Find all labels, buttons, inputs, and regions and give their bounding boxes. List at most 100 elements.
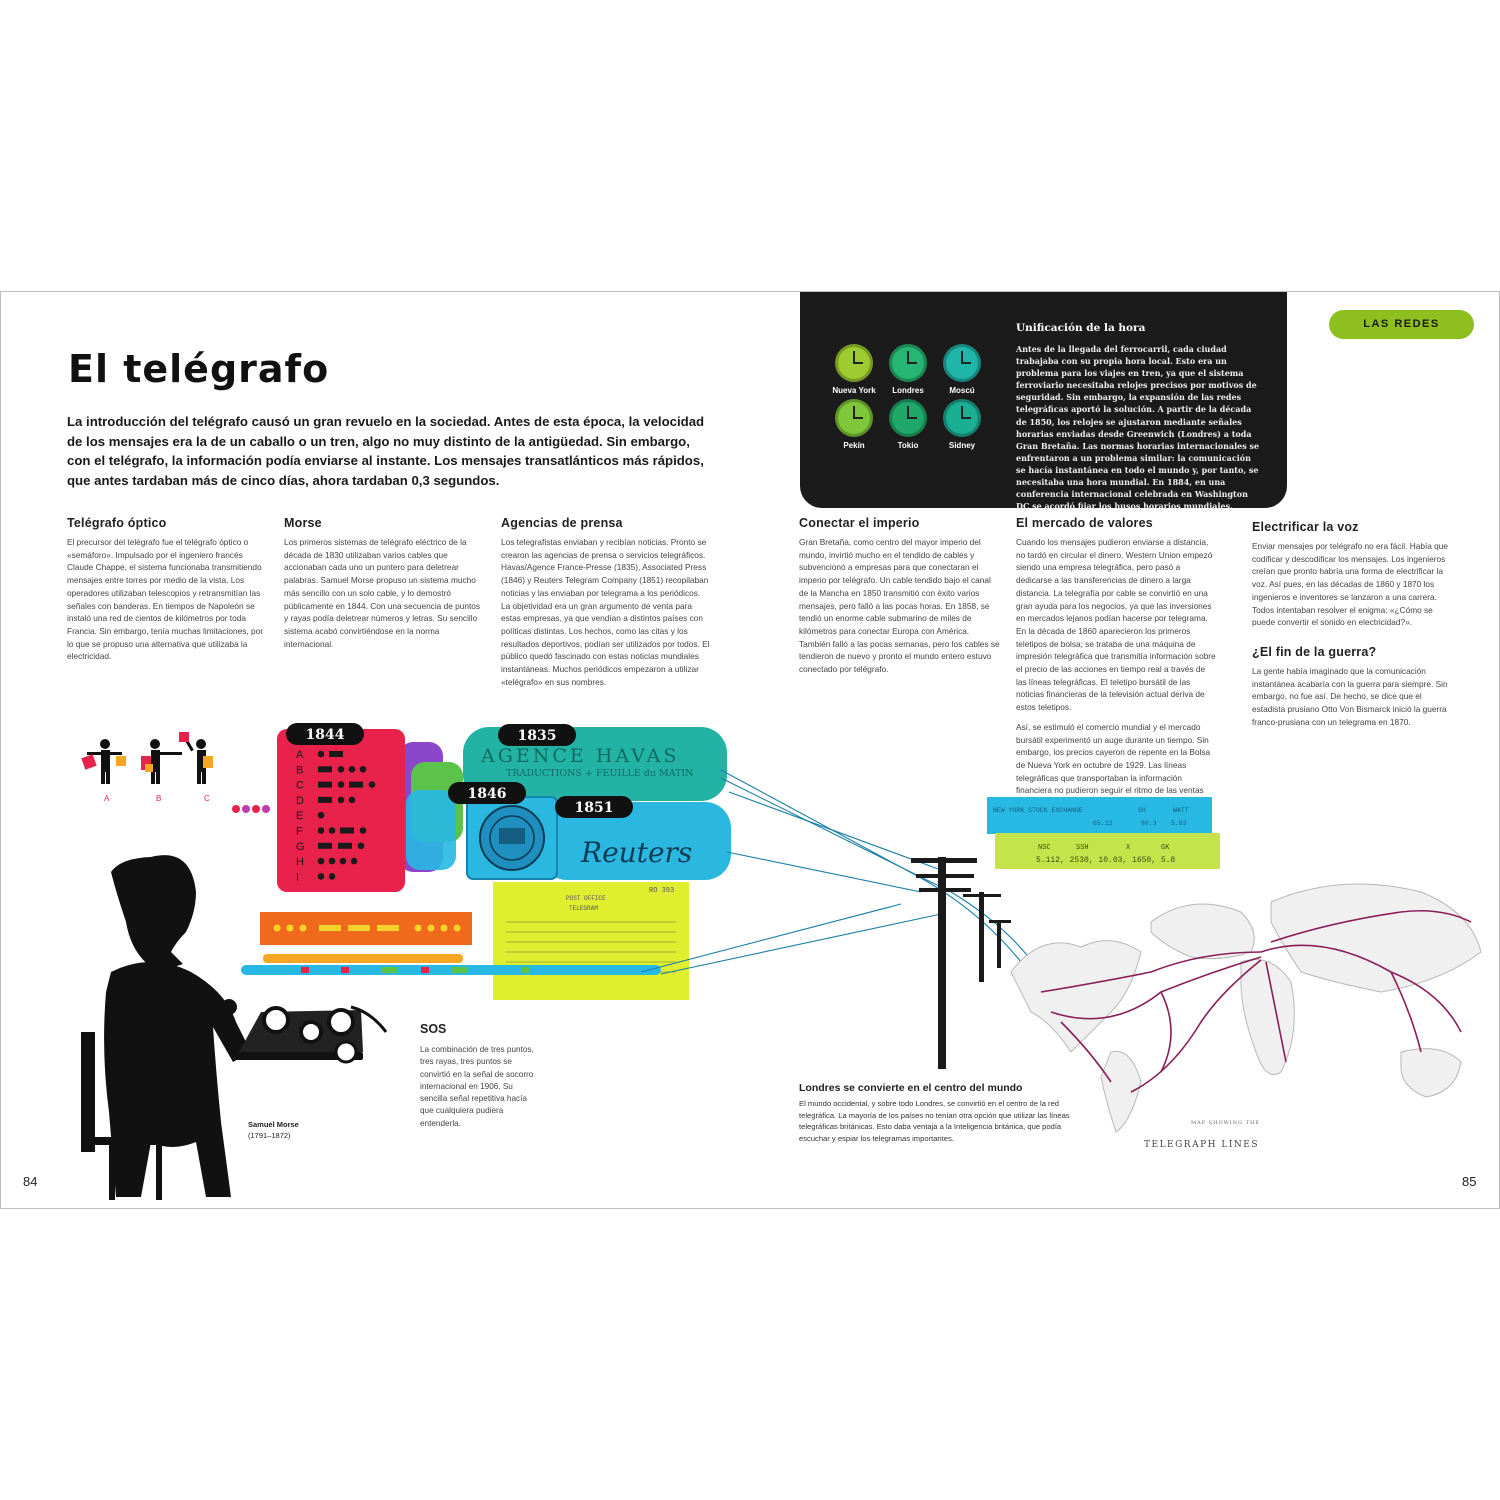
year-label: 1835 [518,728,557,744]
morse-dash [318,766,332,773]
samuel-morse-illustration [81,855,388,1200]
clock-new-york: Nueva York [824,344,884,395]
morse-letter: I [296,871,299,883]
map-caption-small: MAP SHOWING THE [1191,1120,1260,1126]
flag-letter-c: C [204,794,210,803]
morse-dot [337,766,345,773]
ticker-code: SH [1138,807,1146,814]
year-label: 1846 [468,786,507,802]
morse-dot [317,811,325,819]
year-label: 1844 [306,727,345,743]
section-tag: LAS REDES [1329,310,1474,339]
morse-letter: B [296,764,303,776]
ticker-code: X [1126,844,1131,852]
morse-dot [328,827,336,834]
column-heading: El mercado de valores [1016,516,1153,530]
clock-icon [943,344,981,382]
column-heading: Electrificar la voz [1252,520,1359,534]
ticker-code: WATT [1173,807,1189,814]
morse-dot [317,827,325,834]
morse-dot [317,750,325,758]
morse-dash [340,827,354,834]
time-unification-panel: Nueva York Londres Moscú Pekín Tokio Sid… [800,292,1287,511]
year-badge [448,782,526,804]
sos-heading: SOS [420,1022,447,1036]
morse-dash [349,781,363,788]
morse-dot [317,873,325,880]
morse-dot [348,766,356,773]
telegram-code: RO 393 [649,887,674,895]
clock-city-label: Tokio [897,441,919,450]
havas-subtitle: TRADUCTIONS + FEUILLE du MATIN [506,768,694,779]
clock-beijing: Pekín [824,399,884,450]
morse-letter: H [296,856,304,868]
morse-dot [328,873,336,880]
time-text: Antes de la llegada del ferrocarril, cad… [1016,344,1260,512]
morse-dash [318,781,332,788]
column-text: Los primeros sistemas de telégrafo eléct… [284,537,481,649]
clock-icon [889,344,927,382]
year-label: 1851 [575,800,614,816]
morse-dash [318,796,332,803]
column-heading: Agencias de prensa [501,516,623,530]
caption-name: Samuel Morse [248,1120,299,1129]
year-badge [498,724,576,746]
column-press-agencies: Agencias de prensa Los telegrafistas env… [501,516,711,695]
clock-city-label: Sidney [948,441,976,450]
column-text: Cuando los mensajes pudieron enviarse a … [1016,537,1216,713]
column-text: Gran Bretaña, como centro del mayor impe… [799,537,1000,675]
column-heading: ¿El fin de la guerra? [1252,644,1377,659]
clock-city-label: Nueva York [832,386,876,395]
stock-ticker-tape [995,833,1220,869]
morse-letter: D [296,795,304,807]
year-badge [555,796,633,818]
morse-dot [348,796,356,804]
morse-dash [338,842,352,849]
london-heading: Londres se convierte en el centro del mu… [799,1082,1023,1094]
book-spread: Nueva York Londres Moscú Pekín Tokio Sid… [0,291,1500,1209]
morse-dot [337,796,345,804]
world-map: MAP SHOWING THE TELEGRAPH LINES [1010,883,1482,1150]
sos-text: La combinación de tres puntos, tres raya… [420,1045,534,1128]
morse-code-card [277,729,405,892]
morse-dot [359,827,367,834]
column-text: Enviar mensajes por telégrafo no era fác… [1252,541,1449,628]
morse-dot [339,857,347,865]
telegram-header: POST OFFICE [566,895,606,902]
reuters-card [541,802,731,880]
morse-dash [318,842,332,849]
column-morse: Morse Los primeros sistemas de telégrafo… [284,516,484,657]
page-number-right: 85 [1462,1174,1477,1189]
flag-letter-b: B [156,794,161,803]
column-voice: Electrificar la voz Enviar mensajes por … [1252,520,1452,735]
year-badge [286,723,364,745]
morse-dash [329,751,343,757]
column-empire: Conectar el imperio Gran Bretaña, como c… [799,516,1001,683]
year-badges: 1844 1835 1846 1851 [286,723,633,818]
telegraph-poles [911,857,1011,1069]
column-heading: Telégrafo óptico [67,516,167,530]
morse-dot [357,842,365,850]
samuel-morse-caption: Samuel Morse (1791–1872) [248,1120,299,1141]
page-number-left: 84 [23,1174,38,1189]
column-text: La gente había imaginado que la comunica… [1252,665,1448,727]
telegram-header: TELEGRAM [569,905,598,912]
sos-symbols [273,924,461,932]
clock-london: Londres [878,344,938,395]
london-caption: Londres se convierte en el centro del mu… [799,1082,1089,1144]
morse-dot [337,781,345,788]
flag-semaphore-figures: A B C [81,732,213,803]
ticker-value: 80.3 [1141,820,1157,827]
ticker-text: NEW YORK STOCK EXCHANGE [993,807,1083,814]
ticker-value: 65.12 [1093,820,1113,827]
morse-dot [317,857,325,865]
flag-letter-a: A [104,794,110,803]
clock-city-label: Moscú [949,386,975,395]
caption-dates: (1791–1872) [248,1130,291,1140]
clock-icon [835,399,873,437]
column-text: El precursor del telégrafo fue el telégr… [67,537,263,662]
ticker-code: NSC [1038,844,1051,852]
intro-paragraph: La introducción del telégrafo causó un g… [67,414,705,488]
